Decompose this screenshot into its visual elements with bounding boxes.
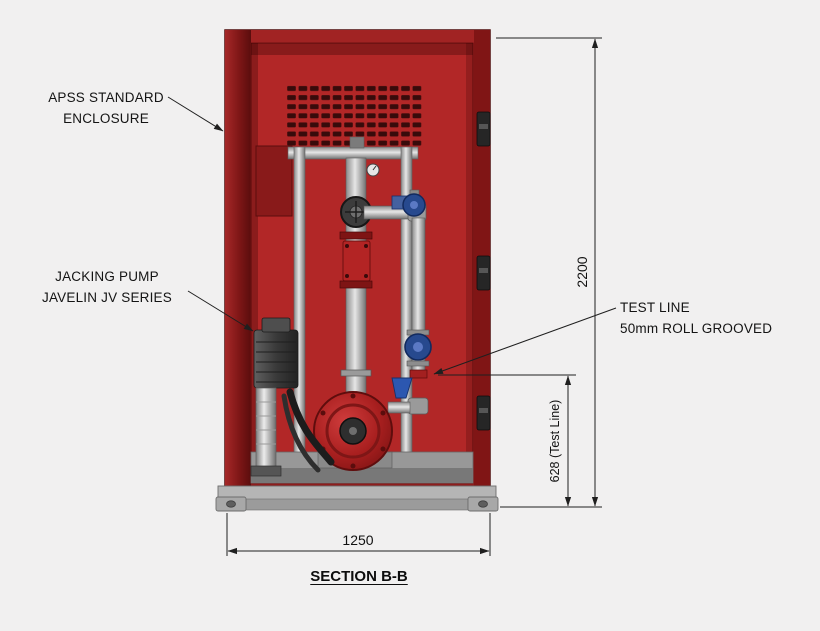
- leader-test-line: [433, 307, 617, 375]
- bolt: [320, 410, 326, 416]
- hoses: [281, 388, 335, 473]
- pipe-elbow-bottom: [407, 397, 429, 415]
- volute-ring: [325, 403, 381, 459]
- callout-jacking-pump: JACKING PUMP JAVELIN JV SERIES: [24, 266, 190, 308]
- dim-text-628: 628 (Test Line): [548, 400, 562, 483]
- flange: [339, 231, 373, 240]
- dimension-lines: [226, 37, 602, 556]
- electrical-box: [255, 145, 293, 217]
- interior-left-shadow: [251, 43, 258, 483]
- section-title-text: SECTION B-B: [310, 568, 408, 585]
- bolt: [345, 274, 349, 278]
- handwheel-hub: [413, 342, 423, 352]
- callout-test-line: TEST LINE 50mm ROLL GROOVED: [620, 297, 810, 339]
- skid-recess: [245, 498, 469, 511]
- discharge-pipe: [387, 401, 411, 414]
- motor-cap: [261, 317, 291, 333]
- bolt-hole: [226, 500, 236, 508]
- jockey-pump-base: [250, 465, 282, 477]
- callout-line: APSS STANDARD: [48, 90, 164, 105]
- door-hinges: [476, 111, 491, 431]
- callout-line: TEST LINE: [620, 300, 690, 315]
- motor-body: [253, 329, 299, 389]
- callout-line: 50mm ROLL GROOVED: [620, 321, 773, 336]
- bolt: [345, 244, 349, 248]
- enclosure-left-wall: [225, 30, 251, 488]
- callout-apss-enclosure: APSS STANDARD ENCLOSURE: [36, 87, 176, 129]
- flange: [406, 360, 430, 367]
- dim-text-1250: 1250: [342, 532, 373, 548]
- blue-reducer: [391, 377, 413, 399]
- bolt: [380, 410, 386, 416]
- gauge-needle: [372, 165, 377, 171]
- jockey-pump-rings: [256, 401, 276, 445]
- jockey-pump-column: [255, 387, 277, 471]
- base-channel-shadow: [251, 468, 473, 483]
- hinge-knuckle: [479, 124, 488, 129]
- leader-jacking-pump: [187, 290, 254, 332]
- dim-text-2200: 2200: [574, 256, 590, 287]
- flange: [339, 280, 373, 289]
- base-skid: [215, 485, 499, 512]
- callout-line: JAVELIN JV SERIES: [42, 290, 172, 305]
- hose: [286, 388, 335, 466]
- callout-line: JACKING PUMP: [55, 269, 159, 284]
- bolt: [364, 244, 368, 248]
- bolt: [350, 463, 356, 469]
- callout-line: ENCLOSURE: [63, 111, 149, 126]
- pump-hub-center: [349, 427, 357, 435]
- handwheel-hub: [410, 201, 418, 209]
- interior-top-shadow: [251, 43, 473, 55]
- bolt: [364, 274, 368, 278]
- flange: [340, 369, 372, 377]
- bolt: [380, 446, 386, 452]
- hinge-knuckle: [479, 408, 488, 413]
- main-pump: [313, 391, 393, 471]
- jacking-pump-assembly: [250, 317, 299, 477]
- bolt: [350, 393, 356, 399]
- leader-lines: [167, 96, 617, 375]
- hose: [281, 393, 321, 473]
- test-line-pipework: [363, 189, 432, 415]
- leader-enclosure: [167, 96, 224, 132]
- motor-fins: [256, 341, 296, 383]
- grooved-coupling: [409, 369, 428, 379]
- enclosure-roof: [225, 30, 490, 43]
- bolt-hole: [478, 500, 488, 508]
- section-title: SECTION B-B: [277, 568, 441, 585]
- frame-bracket: [349, 136, 365, 149]
- dimension-text: 2200 628 (Test Line) 1250: [342, 256, 590, 548]
- frame-crossbar: [287, 146, 419, 160]
- main-riser-pipework: [339, 157, 380, 409]
- interior-right-shadow: [466, 43, 473, 483]
- hinge-knuckle: [479, 268, 488, 273]
